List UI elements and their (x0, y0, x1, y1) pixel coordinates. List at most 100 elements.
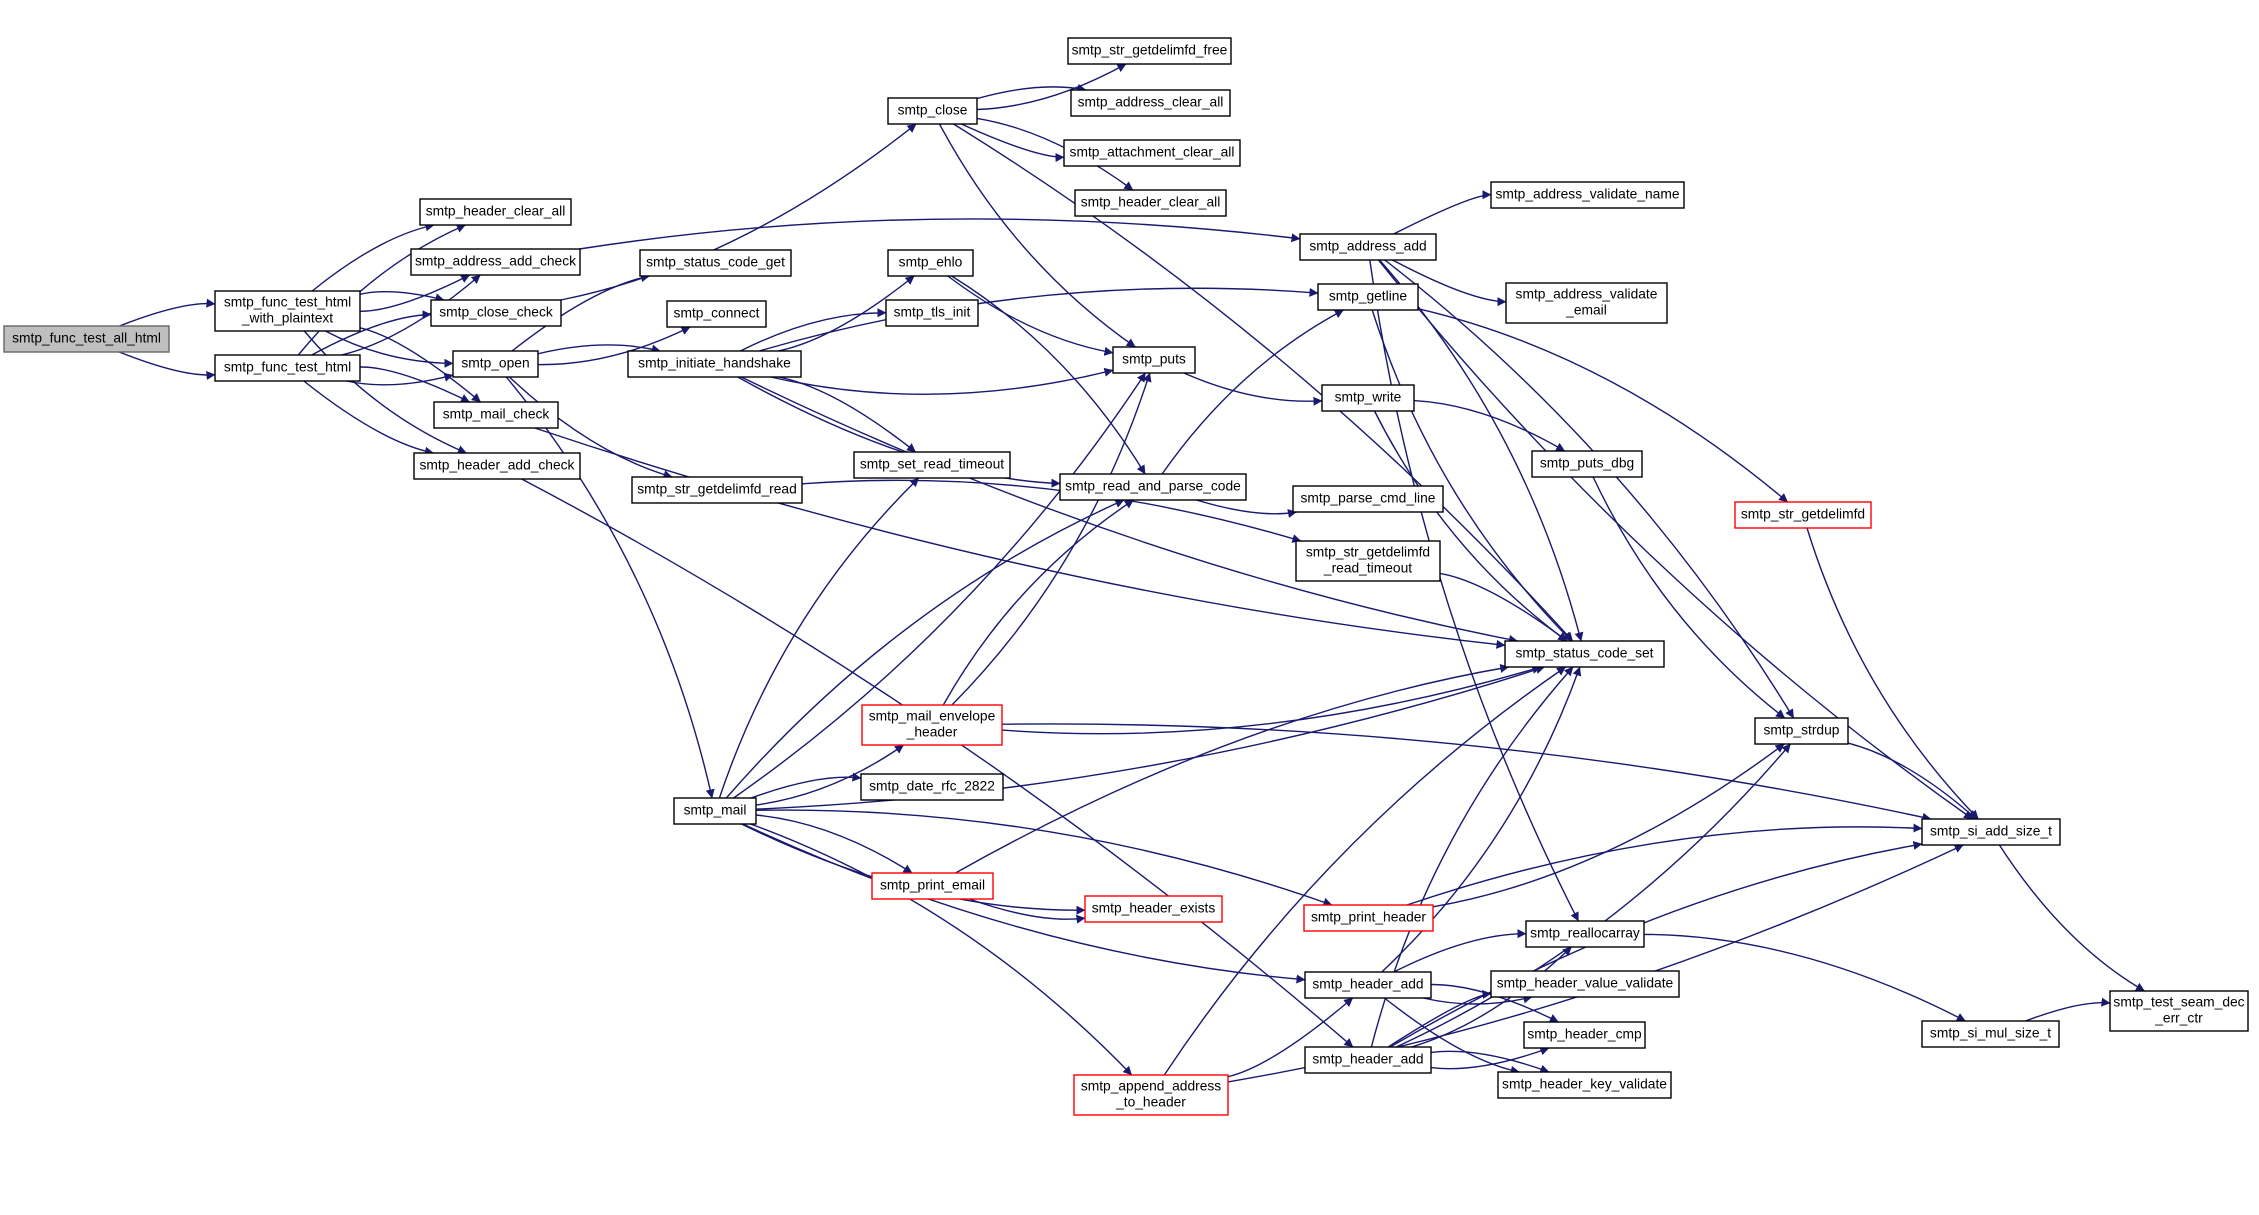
node-label: smtp_str_getdelimfd_read (637, 482, 797, 497)
call-edge (1183, 372, 1323, 406)
node-smtp-print-email[interactable]: smtp_print_email (871, 872, 994, 900)
call-edge (755, 809, 1333, 907)
node-smtp-puts-dbg[interactable]: smtp_puts_dbg (1531, 450, 1643, 478)
node-smtp-write[interactable]: smtp_write (1321, 384, 1415, 412)
node-smtp-address-add-check[interactable]: smtp_address_add_check (410, 248, 581, 276)
node-label: smtp_attachment_clear_all (1070, 145, 1235, 160)
node-label: smtp_header_add (1312, 977, 1423, 992)
node-label: smtp_header_value_validate (1497, 976, 1674, 991)
node-smtp-header-add-2[interactable]: smtp_header_add (1304, 1046, 1432, 1074)
node-smtp-connect[interactable]: smtp_connect (666, 300, 767, 328)
node-label: smtp_tls_init (894, 305, 971, 320)
call-edge (1373, 410, 1568, 642)
call-edge (778, 376, 917, 453)
node-smtp-open[interactable]: smtp_open (452, 350, 539, 378)
node-smtp-address-validate-name[interactable]: smtp_address_validate_name (1490, 181, 1685, 209)
node-smtp-address-clear-all[interactable]: smtp_address_clear_all (1070, 89, 1231, 117)
node-smtp-date-rfc-2822[interactable]: smtp_date_rfc_2822 (860, 773, 1004, 801)
call-edge (2025, 997, 2111, 1022)
call-edge (770, 367, 1114, 395)
node-smtp-header-add-check[interactable]: smtp_header_add_check (413, 452, 581, 480)
edge-layer (118, 63, 2145, 1083)
call-edge (1371, 309, 1573, 642)
node-smtp-set-read-timeout[interactable]: smtp_set_read_timeout (853, 451, 1011, 479)
node-smtp-ehlo[interactable]: smtp_ehlo (887, 249, 974, 277)
call-edge (359, 291, 445, 303)
node-smtp-header-cmp[interactable]: smtp_header_cmp (1523, 1021, 1646, 1049)
node-label: smtp_func_test_html (224, 295, 351, 310)
call-edge (718, 477, 920, 799)
call-edge (1384, 997, 1520, 1075)
node-box (1295, 540, 1441, 582)
node-smtp-test-seam-dec-err-ctr[interactable]: smtp_test_seam_dec_err_ctr (2109, 990, 2249, 1032)
node-smtp-header-key-validate[interactable]: smtp_header_key_validate (1497, 1071, 1672, 1099)
call-edge (359, 366, 471, 403)
node-smtp-str-getdelimfd[interactable]: smtp_str_getdelimfd (1734, 501, 1872, 529)
node-smtp-close-check[interactable]: smtp_close_check (430, 299, 562, 327)
node-smtp-header-value-validate[interactable]: smtp_header_value_validate (1490, 970, 1680, 998)
node-smtp-parse-cmd-line[interactable]: smtp_parse_cmd_line (1292, 485, 1444, 513)
node-smtp-getline[interactable]: smtp_getline (1317, 283, 1419, 311)
node-smtp-mail-check[interactable]: smtp_mail_check (433, 401, 559, 429)
node-label: smtp_func_test_html (224, 360, 351, 375)
call-edge (1001, 665, 1542, 735)
node-smtp-puts[interactable]: smtp_puts (1112, 346, 1196, 374)
node-label: smtp_write (1335, 390, 1402, 405)
node-box (885, 299, 979, 327)
node-box (631, 476, 803, 504)
node-box (1299, 233, 1437, 261)
node-smtp-tls-init[interactable]: smtp_tls_init (885, 299, 979, 327)
node-label: smtp_status_code_get (646, 255, 785, 270)
node-smtp-str-getdelimfd-read[interactable]: smtp_str_getdelimfd_read (631, 476, 803, 504)
node-smtp-mail[interactable]: smtp_mail (673, 797, 757, 825)
node-smtp-strdup[interactable]: smtp_strdup (1754, 717, 1849, 745)
node-smtp-str-getdelimfd-read-timeout[interactable]: smtp_str_getdelimfd_read_timeout (1295, 540, 1441, 582)
node-smtp-func-test-html-with-plaintext[interactable]: smtp_func_test_html_with_plaintext (214, 290, 361, 332)
node-box (1525, 920, 1645, 948)
node-box (1304, 971, 1432, 999)
node-label: _read_timeout (1323, 561, 1412, 576)
node-smtp-status-code-get[interactable]: smtp_status_code_get (639, 249, 792, 277)
node-smtp-read-and-parse-code[interactable]: smtp_read_and_parse_code (1059, 473, 1247, 501)
call-edge (1411, 946, 1572, 1048)
node-smtp-func-test-html[interactable]: smtp_func_test_html (214, 354, 361, 382)
node-smtp-close[interactable]: smtp_close (887, 97, 978, 125)
node-smtp-mail-envelope-header[interactable]: smtp_mail_envelope_header (861, 704, 1003, 746)
node-label: smtp_close (898, 103, 968, 118)
node-box (1317, 283, 1419, 311)
node-smtp-address-validate-email[interactable]: smtp_address_validate_email (1505, 282, 1668, 324)
node-box (1303, 904, 1434, 932)
node-box (1921, 818, 2061, 846)
node-label: smtp_header_exists (1092, 901, 1216, 916)
call-edge (755, 814, 913, 874)
node-smtp-status-code-set[interactable]: smtp_status_code_set (1504, 640, 1665, 668)
node-smtp-attachment-clear-all[interactable]: smtp_attachment_clear_all (1063, 139, 1241, 167)
node-layer: smtp_func_test_all_html smtp_func_test_ht… (3, 37, 2249, 1116)
node-smtp-header-clear-all-1[interactable]: smtp_header_clear_all (419, 198, 572, 226)
call-edge (1163, 666, 1566, 1076)
node-smtp-header-clear-all-2[interactable]: smtp_header_clear_all (1074, 189, 1227, 217)
node-box (1059, 473, 1247, 501)
node-box (666, 300, 767, 328)
node-smtp-si-mul-size-t[interactable]: smtp_si_mul_size_t (1921, 1020, 2060, 1048)
call-edge (579, 218, 1301, 250)
node-box (673, 797, 757, 825)
node-label: smtp_mail (684, 803, 747, 818)
call-edge (341, 274, 481, 356)
node-smtp-initiate-handshake[interactable]: smtp_initiate_handshake (627, 350, 802, 378)
call-edge (942, 499, 1134, 706)
node-smtp-address-add[interactable]: smtp_address_add (1299, 233, 1437, 261)
node-smtp-append-address-to-header[interactable]: smtp_append_address_to_header (1073, 1074, 1229, 1116)
node-smtp-print-header[interactable]: smtp_print_header (1303, 904, 1434, 932)
node-smtp-header-add-1[interactable]: smtp_header_add (1304, 971, 1432, 999)
node-label: smtp_header_add (1312, 1052, 1423, 1067)
node-smtp-str-getdelimfd-free[interactable]: smtp_str_getdelimfd_free (1067, 37, 1232, 65)
node-smtp-header-exists[interactable]: smtp_header_exists (1084, 895, 1223, 923)
node-box (871, 872, 994, 900)
call-edge (1393, 190, 1492, 235)
node-smtp-reallocarray[interactable]: smtp_reallocarray (1525, 920, 1645, 948)
node-smtp-func-test-all-html[interactable]: smtp_func_test_all_html (3, 325, 170, 353)
node-box (1504, 640, 1665, 668)
node-smtp-si-add-size-t[interactable]: smtp_si_add_size_t (1921, 818, 2061, 846)
